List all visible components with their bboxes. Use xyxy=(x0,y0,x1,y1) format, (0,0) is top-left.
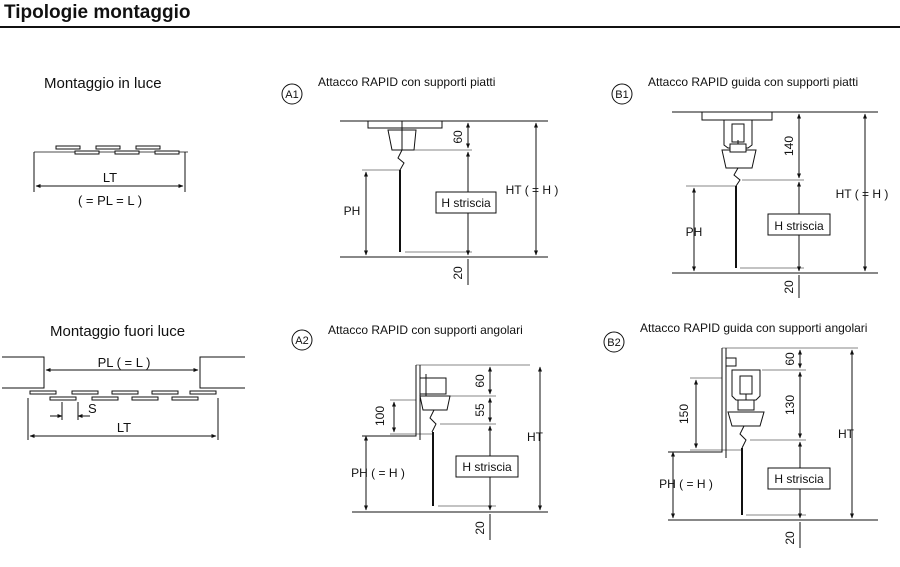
strip-label-a1: H striscia xyxy=(441,196,491,210)
badge-b1: B1 xyxy=(615,89,628,101)
ht-label-a1: HT ( = H ) xyxy=(506,183,559,197)
badge-b2: B2 xyxy=(607,337,620,349)
ph-label-a1: PH xyxy=(344,204,361,218)
diagram-b1 xyxy=(611,83,878,298)
dim-top-a2: 60 xyxy=(473,374,487,388)
strip-label-a2: H striscia xyxy=(462,460,512,474)
page-title: Tipologie montaggio xyxy=(4,2,191,23)
ht-label-b2: HT xyxy=(838,427,855,441)
ph-label-b1: PH xyxy=(686,225,703,239)
caption-b1: Attacco RAPID guida con supporti piatti xyxy=(648,75,858,89)
caption-a1: Attacco RAPID con supporti piatti xyxy=(318,75,495,89)
diagram-in-luce xyxy=(33,145,188,192)
dim-top-b2: 60 xyxy=(783,352,797,366)
heading-in-luce: Montaggio in luce xyxy=(44,75,162,92)
dim-bottom-a2: 20 xyxy=(473,521,487,535)
dim-side-b2: 150 xyxy=(677,404,691,424)
ph-label-b2: PH ( = H ) xyxy=(659,477,713,491)
caption-a2: Attacco RAPID con supporti angolari xyxy=(328,323,523,337)
dim-bottom-b2: 20 xyxy=(783,531,797,545)
ph-label-a2: PH ( = H ) xyxy=(351,466,405,480)
slats-fuori-luce xyxy=(29,390,217,401)
badge-a1: A1 xyxy=(285,89,298,101)
pl-label-fuori-luce: PL ( = L ) xyxy=(98,355,151,370)
dim-bottom-b1: 20 xyxy=(782,280,796,294)
caption-b2: Attacco RAPID guida con supporti angolar… xyxy=(640,321,867,335)
dim-bottom-a1: 20 xyxy=(451,266,465,280)
dim-mid-b2: 130 xyxy=(783,395,797,415)
ht-label-b1: HT ( = H ) xyxy=(836,187,889,201)
dim-top-b1: 140 xyxy=(782,136,796,156)
lt-label-in-luce: LT xyxy=(103,170,117,185)
strip-label-b1: H striscia xyxy=(774,219,824,233)
badge-a2: A2 xyxy=(295,335,308,347)
slats-in-luce xyxy=(55,145,180,155)
diagram-b2 xyxy=(603,331,878,548)
ht-label-a2: HT xyxy=(527,430,544,444)
dim-mid-a2: 55 xyxy=(473,403,487,417)
diagram-a1 xyxy=(281,83,548,285)
s-label: S xyxy=(88,401,97,416)
dim-side-a2: 100 xyxy=(373,406,387,426)
diagram-a2 xyxy=(291,329,548,540)
dim-top-a1: 60 xyxy=(451,130,465,144)
heading-fuori-luce: Montaggio fuori luce xyxy=(50,323,185,340)
lt-label-fuori-luce: LT xyxy=(117,420,131,435)
strip-label-b2: H striscia xyxy=(774,472,824,486)
formula-in-luce: ( = PL = L ) xyxy=(78,193,142,208)
diagram-fuori-luce xyxy=(2,356,245,440)
title-rule xyxy=(0,26,900,28)
